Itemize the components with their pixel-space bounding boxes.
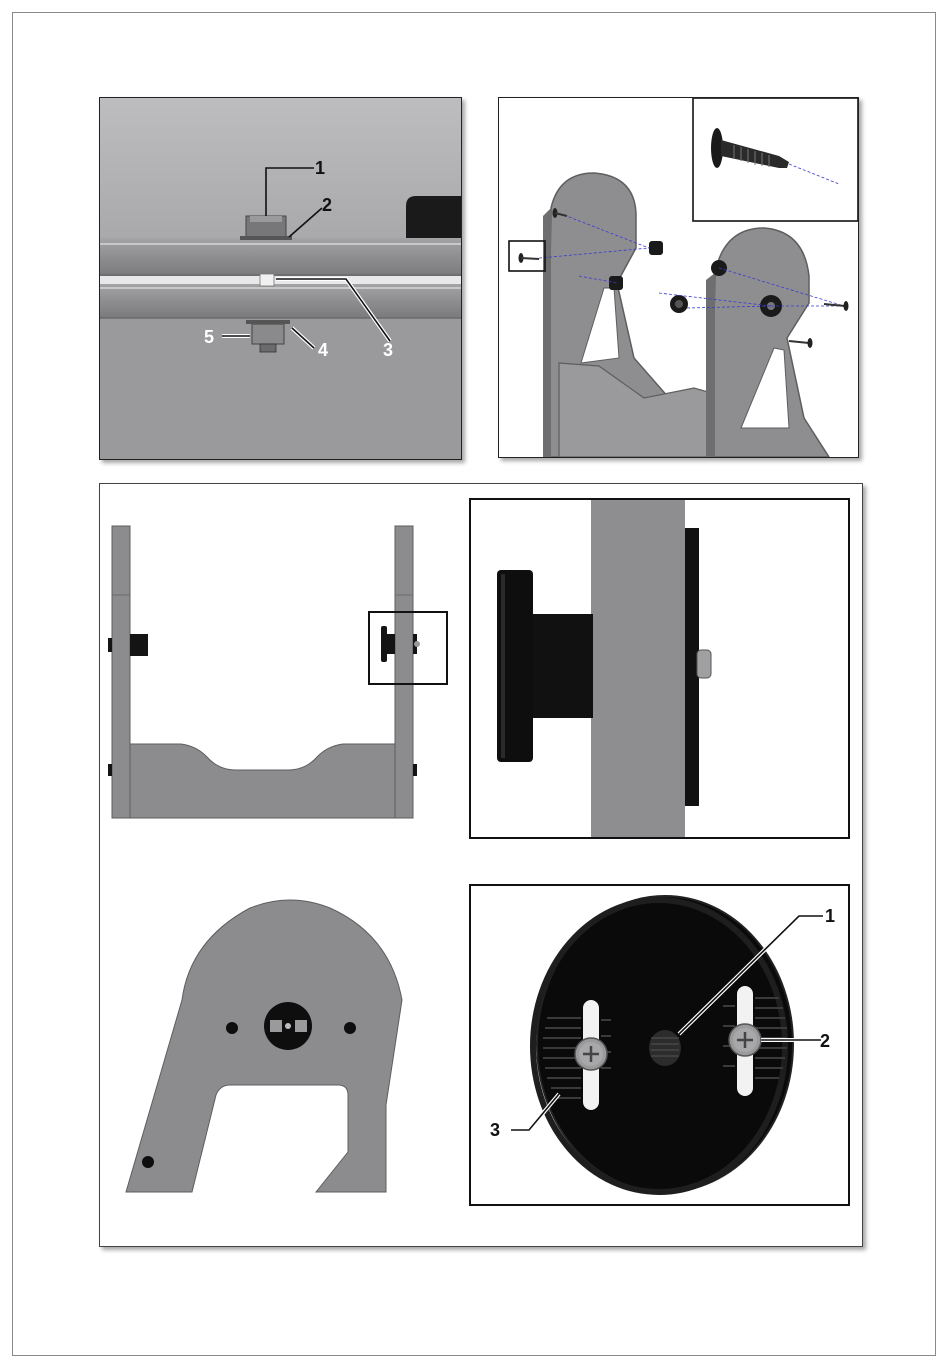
left-post [112,526,130,818]
screw-left [519,253,540,263]
left-screw [575,1038,607,1070]
figure-frame-assembly [498,97,859,458]
left-knob [130,634,148,656]
screw-hole [142,1156,154,1168]
lower-rail [100,284,461,318]
callout-1: 1 [825,906,835,926]
figure-side-plate [120,890,410,1200]
callout-1: 1 [315,158,325,178]
right-post [395,526,413,818]
rail-fastening-drawing: 1 2 3 4 5 [100,98,461,459]
figure-pivot-closeup [469,498,850,839]
cradle-base [130,744,395,818]
side-plate-drawing [120,890,410,1200]
bolt-end [260,344,276,352]
knob-shaft [533,614,593,718]
pivot-closeup-drawing [471,500,848,837]
nut [252,324,284,344]
threaded-hole [649,1030,681,1066]
post-section [591,500,685,837]
side-plate [126,900,402,1192]
screw-hole [226,1022,238,1034]
figure-disc-detail: 1 2 3 [469,884,850,1206]
spacer [260,274,274,286]
screw-right-lower [789,338,813,348]
highlight-box [509,241,545,271]
figure-rail-fastening: 1 2 3 4 5 [99,97,462,460]
screw-hole [344,1022,356,1034]
callout-3: 3 [490,1120,500,1140]
callout-2: 2 [322,195,332,215]
callout-4: 4 [318,340,328,360]
rubber-foot [406,196,461,238]
frame-front-drawing [106,520,451,825]
callout-3: 3 [383,340,393,360]
right-screw [729,1024,761,1056]
washer [246,320,290,324]
callout-2: 2 [820,1031,830,1051]
bolt-tip [697,650,711,678]
frame-assembly-drawing [499,98,858,457]
figure-frame-front-view [106,520,451,825]
right-knob [381,626,387,662]
callout-5: 5 [204,327,214,347]
disc-detail-drawing: 1 2 3 [471,886,848,1204]
